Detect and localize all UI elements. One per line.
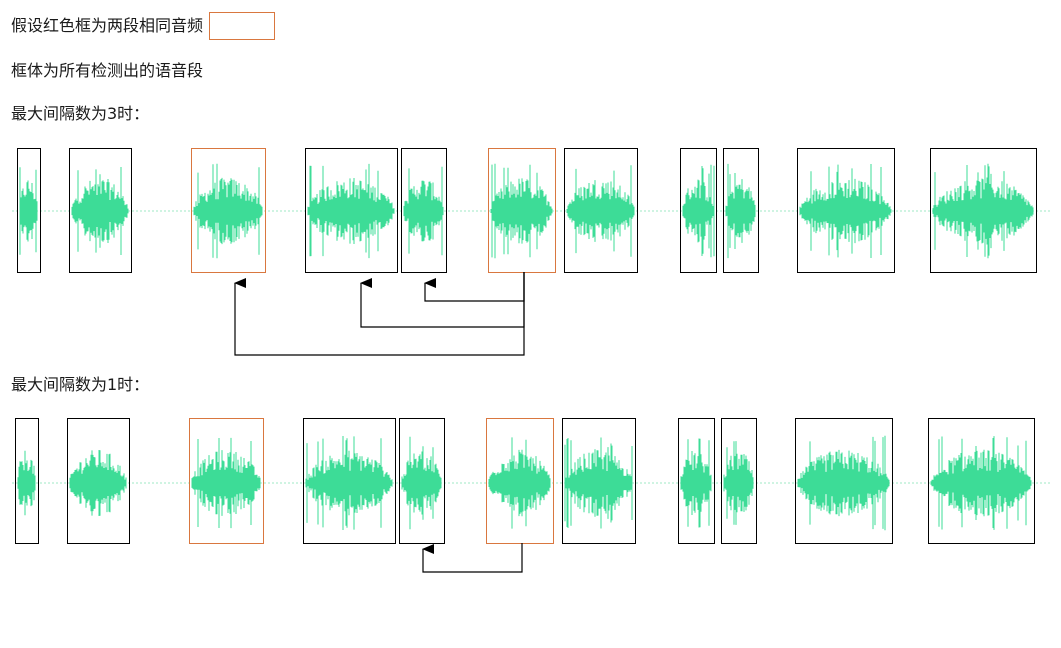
- speech-segment-box: [69, 148, 132, 273]
- audio-waveform: [566, 165, 635, 257]
- speech-segment-box: [562, 418, 636, 544]
- audio-waveform: [17, 450, 36, 516]
- speech-segment-box: [67, 418, 130, 544]
- speech-segment-box: [17, 148, 41, 273]
- audio-waveform: [191, 437, 261, 529]
- audio-waveform: [19, 167, 38, 255]
- match-arrow: [360, 272, 525, 328]
- speech-segment-box: [680, 148, 717, 273]
- speech-segment-box: [930, 148, 1037, 273]
- audio-waveform: [797, 435, 890, 531]
- match-arrow: [424, 272, 525, 302]
- speech-segment-box: [797, 148, 895, 273]
- speech-segment-box: [678, 418, 715, 544]
- audio-waveform: [932, 163, 1034, 259]
- matched-audio-segment-box: [189, 418, 264, 544]
- match-arrow: [422, 543, 523, 573]
- audio-waveform: [490, 163, 553, 259]
- match-arrow: [234, 272, 525, 356]
- row-max-gap-3: [12, 148, 1052, 356]
- audio-waveform: [682, 164, 715, 258]
- audio-waveform: [71, 167, 129, 255]
- audio-waveform: [723, 441, 754, 525]
- row-max-gap-1: [12, 418, 1052, 573]
- audio-waveform: [799, 164, 892, 258]
- audio-waveform: [69, 450, 127, 516]
- speech-segment-box: [795, 418, 893, 544]
- speech-segment-box: [723, 148, 759, 273]
- audio-waveform: [930, 436, 1032, 530]
- matched-audio-segment-box: [486, 418, 554, 544]
- legend-label: 假设红色框为两段相同音频: [11, 16, 204, 35]
- note-text: 框体为所有检测出的语音段: [11, 61, 204, 80]
- audio-waveform: [725, 163, 756, 259]
- speech-segment-box: [399, 418, 445, 544]
- section-max-gap-3-title: 最大间隔数为3时：: [11, 104, 150, 123]
- audio-waveform: [193, 163, 263, 259]
- speech-segment-box: [401, 148, 447, 273]
- speech-segment-box: [721, 418, 757, 544]
- matched-audio-segment-box: [191, 148, 266, 273]
- section-max-gap-1-title: 最大间隔数为1时：: [11, 375, 150, 394]
- audio-waveform: [307, 163, 395, 259]
- audio-waveform: [403, 166, 444, 256]
- speech-segment-box: [15, 418, 39, 544]
- matched-audio-segment-box: [488, 148, 556, 273]
- legend-red-box-swatch: [209, 12, 276, 40]
- audio-waveform: [680, 438, 712, 528]
- speech-segment-box: [305, 148, 398, 273]
- speech-segment-box: [928, 418, 1035, 544]
- audio-waveform: [564, 437, 633, 529]
- speech-segment-box: [564, 148, 638, 273]
- audio-waveform: [401, 436, 442, 530]
- audio-waveform: [488, 437, 551, 529]
- audio-waveform: [305, 436, 393, 530]
- legend-text: 假设红色框为两段相同音频: [11, 12, 276, 40]
- speech-segment-box: [303, 418, 396, 544]
